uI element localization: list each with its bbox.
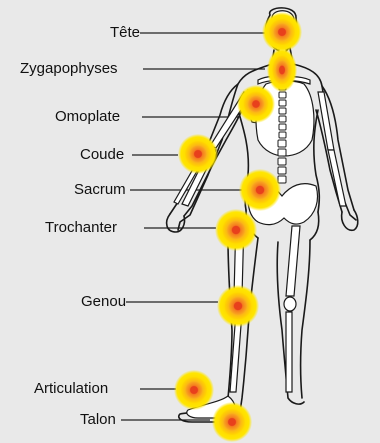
- bones: [174, 11, 346, 418]
- hotspot-talon: [212, 402, 252, 442]
- hotspots: [174, 12, 302, 442]
- hotspot-zygapophyses: [267, 48, 297, 92]
- hotspot-sacrum: [239, 169, 281, 211]
- hotspot-trochanter: [215, 209, 257, 251]
- hotspot-omoplate: [237, 85, 275, 123]
- hotspot-coude: [178, 134, 218, 174]
- hotspot-articulation: [174, 370, 214, 410]
- hotspot-genou: [217, 285, 259, 327]
- hotspot-tete: [262, 12, 302, 52]
